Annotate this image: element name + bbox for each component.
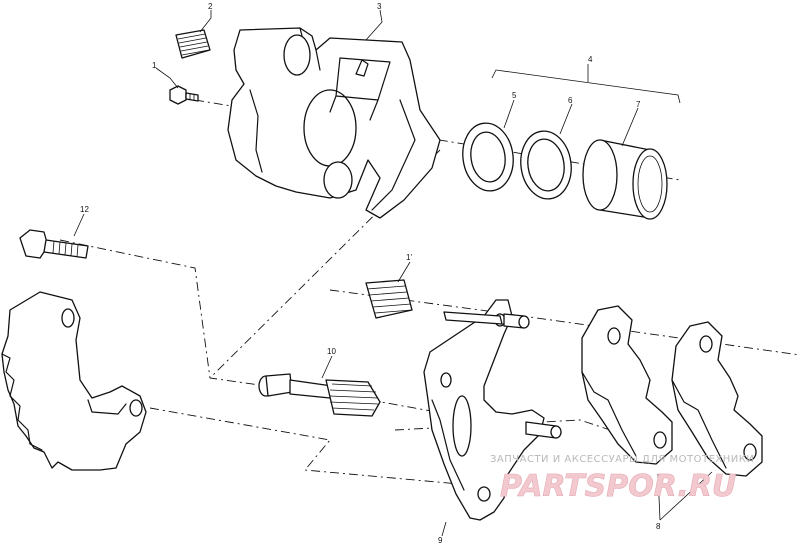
callout-7: 7 [636,100,641,109]
callout-4: 4 [588,55,593,64]
part-brake-pad-inner [581,305,673,465]
part-bolt [19,229,89,259]
callout-1: 1 [152,61,157,70]
callout-6: 6 [568,96,573,105]
callout-4-bracket [491,64,681,104]
part-mounting-bracket [1,291,147,471]
part-plug [175,29,211,59]
leader-lines [73,9,713,537]
callout-5: 5 [512,91,517,100]
watermark: ЗАПЧАСТИ И АКСЕССУАРЫ ДЛЯ МОТОТЕХНИКИ PA… [490,454,754,504]
callout-labels: 2 1 3 4 5 6 7 12 1' 10 9 8 [80,2,661,545]
callout-9: 9 [438,536,443,545]
part-bleeder-screw [169,85,199,105]
part-seal-6 [520,130,572,200]
callout-12: 12 [80,205,89,214]
watermark-logo: PARTSPOR.RU [500,469,736,504]
part-boot [365,279,413,319]
part-bracket [423,299,562,521]
part-brake-pad-outer [671,321,763,477]
part-piston [582,139,668,220]
callout-2: 2 [208,2,213,11]
part-seal-5 [462,122,514,192]
watermark-text: ЗАПЧАСТИ И АКСЕССУАРЫ ДЛЯ МОТОТЕХНИКИ [490,454,754,465]
part-pin [258,373,381,417]
callout-10: 10 [327,347,336,356]
callout-11: 1' [406,253,412,262]
callout-8: 8 [656,522,661,531]
part-caliper-body [227,27,441,219]
callout-3: 3 [377,2,382,11]
